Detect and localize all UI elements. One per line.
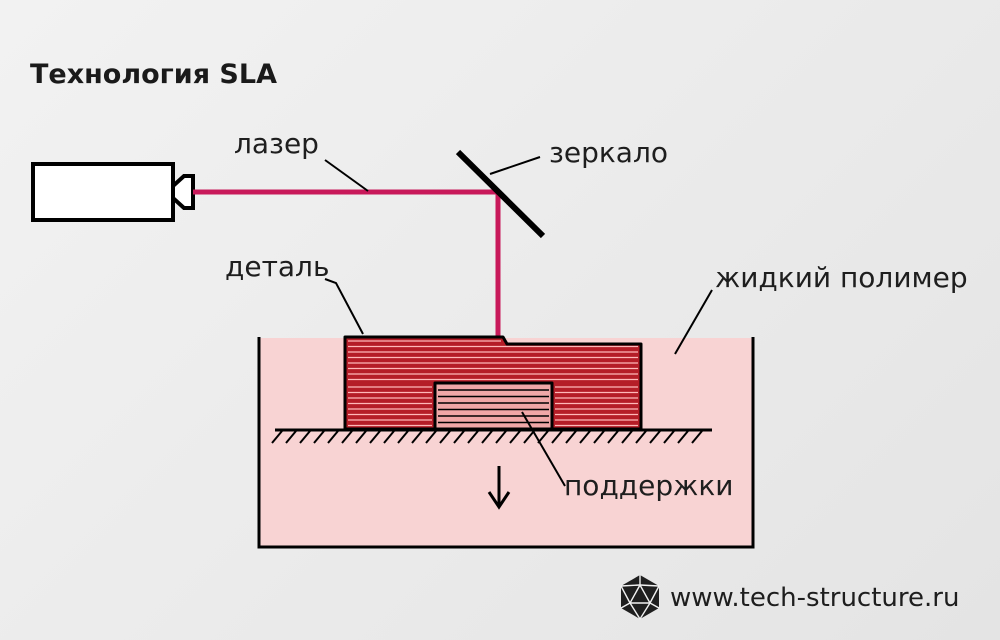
icosahedron-logo-icon	[620, 575, 660, 620]
down-arrow-icon	[487, 466, 511, 510]
leader-lines	[324, 156, 713, 487]
label-liquid-polymer: жидкий полимер	[715, 261, 968, 294]
laser-device	[31, 162, 195, 222]
label-laser: лазер	[234, 127, 319, 160]
laser-beam	[193, 189, 501, 338]
label-part: деталь	[225, 250, 329, 283]
supports	[433, 381, 554, 431]
label-supports: поддержки	[564, 469, 734, 502]
mirror	[455, 149, 546, 239]
diagram-title: Технология SLA	[30, 59, 277, 90]
label-mirror: зеркало	[549, 136, 668, 169]
website-url: www.tech-structure.ru	[670, 583, 959, 613]
printed-part	[343, 335, 643, 431]
